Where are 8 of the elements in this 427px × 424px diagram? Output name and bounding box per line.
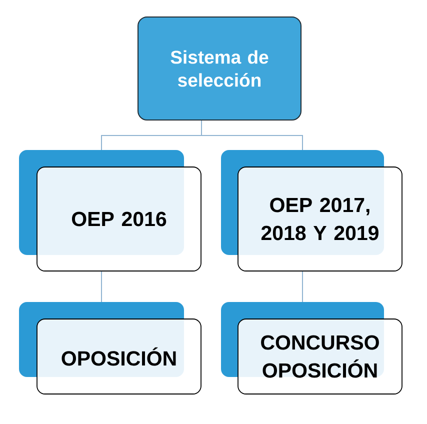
card-box: OEP 2016 (19, 150, 202, 272)
card-box: OEP 2017, 2018 Y 2019 (221, 150, 402, 272)
header-box: Sistema de selección (138, 16, 302, 120)
connector-line (201, 120, 303, 150)
card-box: OPOSICIÓN (19, 302, 202, 394)
card-box: CONCURSO OPOSICIÓN (221, 302, 402, 394)
connector-line (101, 270, 102, 302)
connector-line (302, 270, 303, 302)
